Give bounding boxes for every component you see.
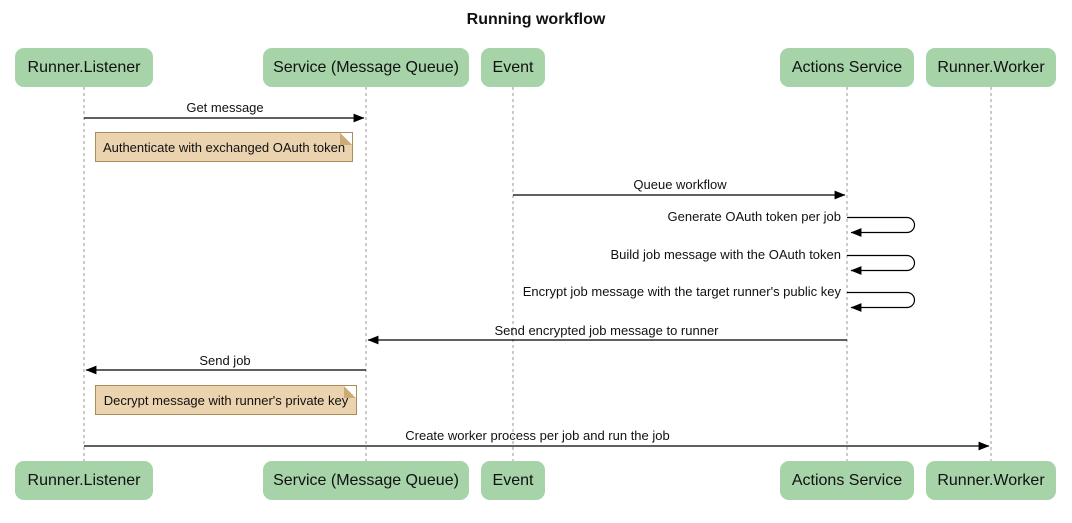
participant-label: Runner.Listener <box>27 471 141 489</box>
message-label-generate-oauth-token: Generate OAuth token per job <box>667 209 841 224</box>
self-loop-build-job-message <box>847 254 916 275</box>
diagram-title: Running workflow <box>466 11 606 28</box>
message-label-get-message: Get message <box>186 100 264 115</box>
message-label-send-encrypted-job-message: Send encrypted job message to runner <box>494 323 719 338</box>
participant-runner-listener-top: Runner.Listener <box>15 48 153 87</box>
note-fold-icon <box>344 386 356 398</box>
message-label-encrypt-job-message: Encrypt job message with the target runn… <box>522 284 841 299</box>
self-loop-encrypt-job-message <box>847 291 916 312</box>
note-text: Authenticate with exchanged OAuth token <box>102 139 346 155</box>
participant-label: Runner.Worker <box>937 58 1045 76</box>
participant-service-message-queue-top: Service (Message Queue) <box>263 48 469 87</box>
note-decrypt-message: Decrypt message with runner's private ke… <box>95 385 357 415</box>
message-label-queue-workflow: Queue workflow <box>633 177 727 192</box>
participant-actions-service-top: Actions Service <box>780 48 914 87</box>
participant-label: Event <box>492 471 534 489</box>
self-loop-generate-oauth-token <box>847 216 916 237</box>
participant-service-message-queue-bottom: Service (Message Queue) <box>263 461 469 500</box>
participant-runner-worker-top: Runner.Worker <box>926 48 1056 87</box>
participant-label: Service (Message Queue) <box>273 471 459 489</box>
participant-event-bottom: Event <box>481 461 545 500</box>
message-label-create-worker-process: Create worker process per job and run th… <box>405 428 670 443</box>
participant-actions-service-bottom: Actions Service <box>780 461 914 500</box>
participant-label: Runner.Worker <box>937 471 1045 489</box>
note-authenticate-oauth: Authenticate with exchanged OAuth token <box>95 132 353 162</box>
participant-label: Actions Service <box>791 58 903 76</box>
participant-runner-worker-bottom: Runner.Worker <box>926 461 1056 500</box>
participant-label: Actions Service <box>791 471 903 489</box>
message-label-build-job-message: Build job message with the OAuth token <box>610 247 841 262</box>
participant-label: Service (Message Queue) <box>273 58 459 76</box>
participant-label: Runner.Listener <box>27 58 141 76</box>
participant-label: Event <box>492 58 534 76</box>
note-fold-icon <box>340 133 352 145</box>
participant-event-top: Event <box>481 48 545 87</box>
participant-runner-listener-bottom: Runner.Listener <box>15 461 153 500</box>
note-text: Decrypt message with runner's private ke… <box>103 392 349 408</box>
message-label-send-job: Send job <box>199 353 251 368</box>
